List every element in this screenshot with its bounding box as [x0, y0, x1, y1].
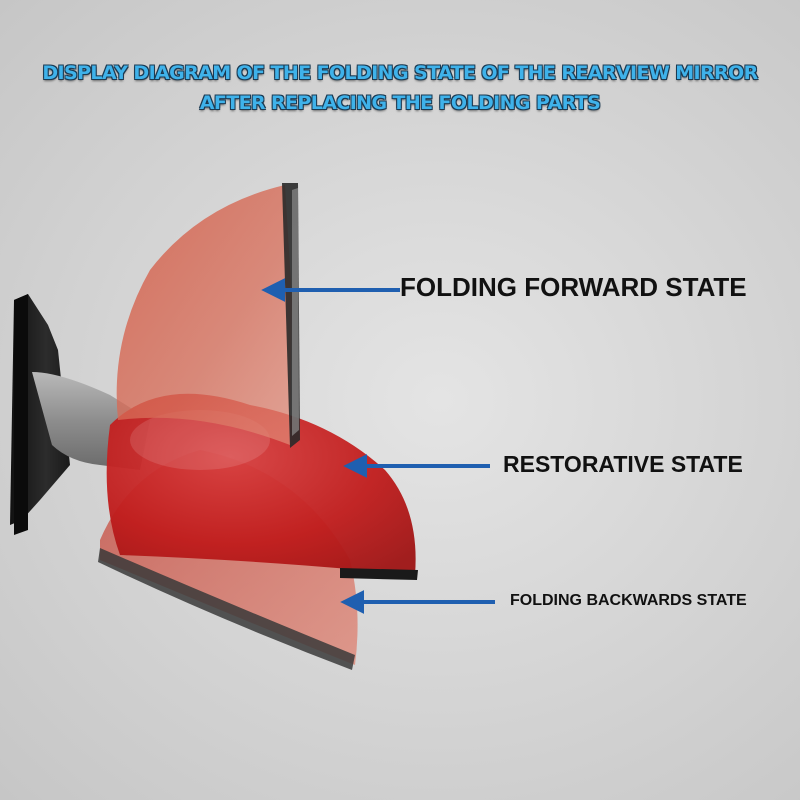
restorative-edge [340, 568, 418, 580]
title-line-1: DISPLAY DIAGRAM OF THE FOLDING STATE OF … [42, 62, 758, 84]
restorative-shell [106, 393, 416, 575]
folding-forward-shell [116, 185, 292, 445]
mirror-base-edge [14, 294, 28, 535]
label-folding-backwards: FOLDING BACKWARDS STATE [510, 592, 747, 609]
label-folding-forward: FOLDING FORWARD STATE [400, 272, 747, 302]
label-restorative: RESTORATIVE STATE [503, 451, 743, 477]
folding-backwards-edge [98, 548, 355, 670]
folding-forward-glass [292, 188, 299, 436]
title-line-2: AFTER REPLACING THE FOLDING PARTS [199, 92, 601, 114]
